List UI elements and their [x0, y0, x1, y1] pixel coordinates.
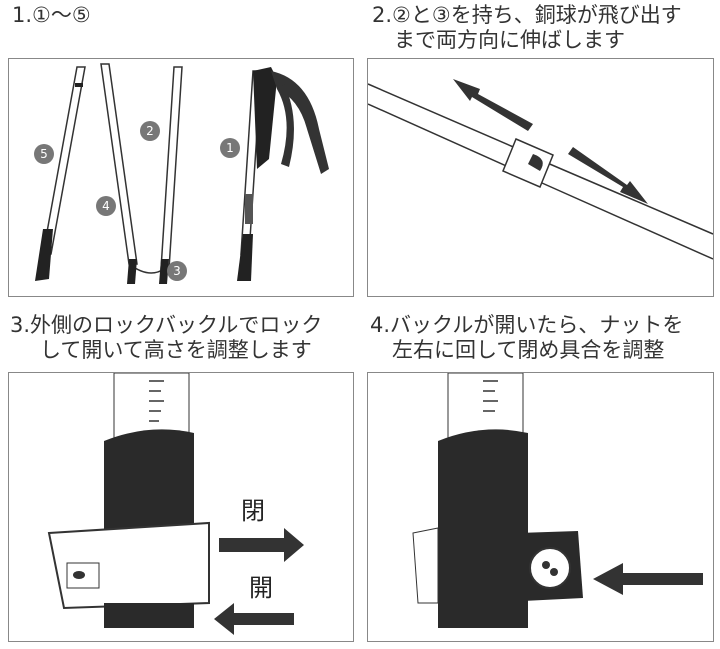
arrow-left-icon [214, 603, 294, 635]
step1-panel: 1 2 3 4 5 [8, 58, 354, 297]
part-label-2: 2 [146, 124, 154, 138]
step2-title-line1: 2.②と③を持ち、銅球が飛び出す [372, 3, 682, 27]
step2-panel [367, 58, 714, 297]
lock-buckle-illustration [47, 373, 304, 635]
adjust-nut-illustration [412, 373, 703, 628]
arrow-left-icon [593, 563, 703, 595]
part-marker-2 [140, 121, 160, 141]
part-marker-3 [167, 261, 187, 281]
step2-title-line2: まで両方向に伸ばします [394, 28, 625, 52]
open-label: 開 [249, 574, 273, 602]
part-label-5: 5 [40, 147, 48, 161]
part-label-4: 4 [102, 199, 110, 213]
step4-title-line2: 左右に回して閉め具合を調整 [392, 338, 665, 362]
folded-pole-illustration: 1 2 3 4 5 [34, 63, 329, 284]
close-label: 閉 [241, 497, 265, 525]
step3-title-line2: して開いて高さを調整します [40, 338, 312, 362]
nut-icon [529, 547, 571, 589]
step3-title-line1: 3.外側のロックバックルでロック [10, 313, 323, 337]
arrow-up-left-icon [453, 79, 533, 131]
part-marker-4 [96, 196, 116, 216]
arrow-down-right-icon [568, 147, 648, 204]
part-marker-5 [34, 144, 54, 164]
step3-panel: 閉 開 [8, 372, 354, 642]
arrow-right-icon [219, 528, 304, 562]
part-marker-1 [220, 138, 240, 158]
step4-title-line1: 4.バックルが開いたら、ナットを [370, 313, 684, 337]
part-label-3: 3 [173, 264, 181, 278]
extend-pole-illustration [368, 79, 713, 260]
part-label-1: 1 [226, 141, 234, 155]
step4-panel [367, 372, 714, 642]
step1-title: 1.①〜⑤ [12, 3, 91, 27]
